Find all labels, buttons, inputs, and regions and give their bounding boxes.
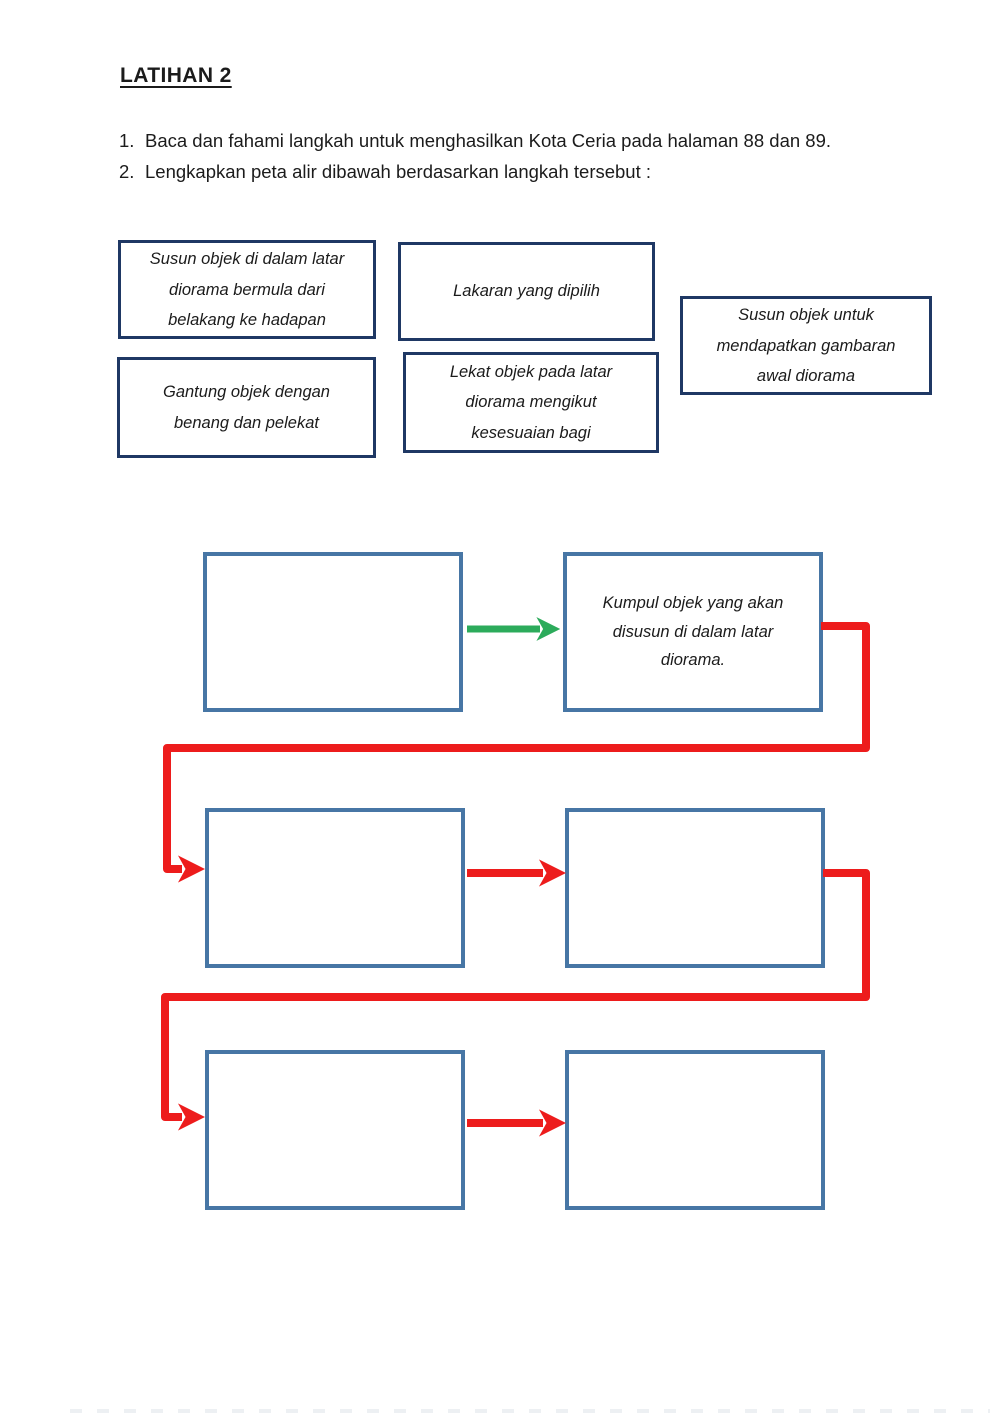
flow-step-6-empty-box[interactable] bbox=[565, 1050, 825, 1210]
cut-off-text-artifact bbox=[70, 1409, 990, 1413]
instruction-text: Baca dan fahami langkah untuk menghasilk… bbox=[145, 130, 831, 151]
instructions-list: 1. Baca dan fahami langkah untuk menghas… bbox=[119, 130, 831, 192]
flow-step-4-empty-box[interactable] bbox=[565, 808, 825, 968]
answer-bank-box-susun-objek-gambaran: Susun objek untuk mendapatkan gambaran a… bbox=[680, 296, 932, 395]
instruction-text: Lengkapkan peta alir dibawah berdasarkan… bbox=[145, 161, 652, 182]
page-title: LATIHAN 2 bbox=[120, 64, 232, 87]
answer-bank-box-gantung-objek: Gantung objek dengan benang dan pelekat bbox=[117, 357, 376, 458]
answer-bank-box-susun-objek-latar: Susun objek di dalam latar diorama bermu… bbox=[118, 240, 376, 339]
flow-step-1-empty-box[interactable] bbox=[203, 552, 463, 712]
answer-bank-label: Gantung objek dengan benang dan pelekat bbox=[163, 383, 330, 432]
flow-step-2-box: Kumpul objek yang akan disusun di dalam … bbox=[563, 552, 823, 712]
answer-bank-label: Susun objek untuk mendapatkan gambaran a… bbox=[716, 306, 896, 385]
answer-bank-label: Lakaran yang dipilih bbox=[453, 282, 600, 301]
instruction-number: 2. bbox=[119, 161, 135, 182]
flow-step-2-label: Kumpul objek yang akan disusun di dalam … bbox=[602, 593, 784, 670]
instruction-item-1: 1. Baca dan fahami langkah untuk menghas… bbox=[119, 130, 831, 152]
answer-bank-label: Susun objek di dalam latar diorama bermu… bbox=[149, 250, 345, 329]
answer-bank-box-lekat-objek: Lekat objek pada latar diorama mengikut … bbox=[403, 352, 659, 453]
answer-bank-label: Lekat objek pada latar diorama mengikut … bbox=[449, 363, 613, 442]
flow-step-5-empty-box[interactable] bbox=[205, 1050, 465, 1210]
flow-step-3-empty-box[interactable] bbox=[205, 808, 465, 968]
answer-bank-box-lakaran-dipilih: Lakaran yang dipilih bbox=[398, 242, 655, 341]
instruction-item-2: 2. Lengkapkan peta alir dibawah berdasar… bbox=[119, 161, 831, 183]
instruction-number: 1. bbox=[119, 130, 135, 151]
